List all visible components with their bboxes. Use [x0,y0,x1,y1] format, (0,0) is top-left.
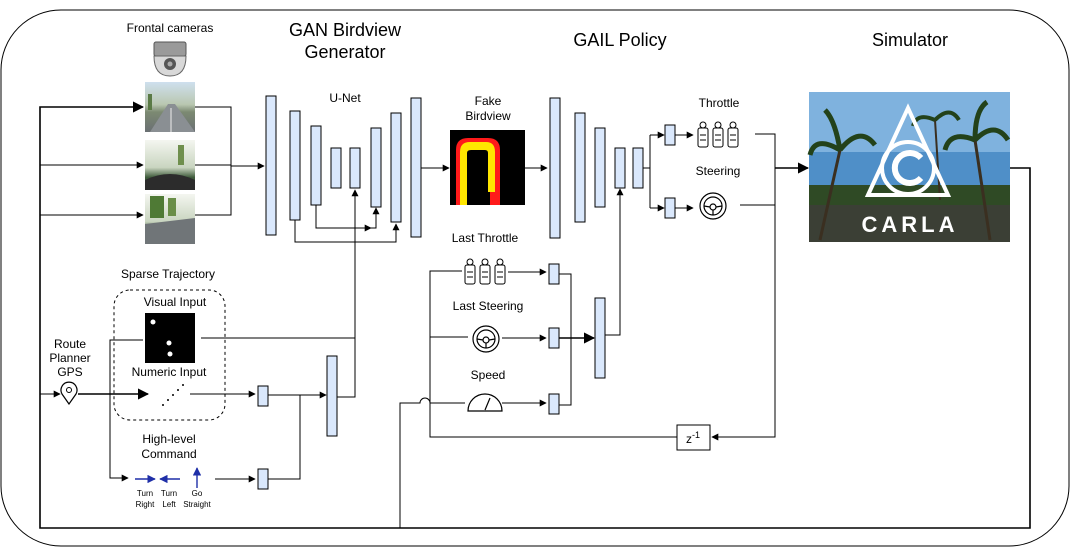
hlc-label-2: Command [141,447,196,461]
last-steering-block [548,327,560,349]
speed-label: Speed [471,368,506,382]
gail-block-2 [574,112,586,223]
unet-block-7 [390,112,402,223]
aux-merge-block [594,297,606,379]
steering-out-block [664,197,676,219]
carla-simulator-image: CARLA [807,92,1011,242]
go-straight-label-2: Straight [183,500,211,509]
fake-birdview-label-1: Fake [475,94,502,108]
gail-block-3 [594,127,606,208]
visual-input-image [145,313,195,363]
unet-block-2 [289,110,301,221]
last-throttle-label: Last Throttle [452,231,519,245]
speed-block [548,393,560,415]
unet-block-3 [310,125,322,206]
turn-left-label-2: Left [162,500,176,509]
throttle-icon [697,121,739,148]
carla-logo-text: CARLA [862,212,959,237]
hlc-block [257,468,269,490]
steering-wheel-icon [699,192,727,220]
speedometer-icon [467,393,503,412]
route-label-3: GPS [57,365,82,379]
camera-image-2 [145,140,195,190]
steering-label: Steering [696,164,741,178]
route-label-1: Route [54,337,86,351]
turn-right-label-1: Turn [137,489,153,498]
go-straight-label-1: Go [192,489,203,498]
gail-block-5 [632,147,644,189]
delay-block [676,424,711,451]
turn-left-label-1: Turn [161,489,177,498]
last-throttle-icon [464,258,506,285]
simulator-title: Simulator [872,30,948,50]
gail-block-1 [549,97,561,239]
gan-title-line2: Generator [304,42,385,62]
throttle-label: Throttle [699,96,740,110]
camera-image-3 [145,194,195,244]
fake-birdview-image [450,130,525,205]
camera-image-1 [145,82,195,132]
camera-icon [153,41,187,77]
unet-blocks [265,95,422,238]
numeric-input-label: Numeric Input [132,365,207,379]
last-steering-wheel-icon [472,325,500,353]
frontal-cameras-label: Frontal cameras [127,21,214,35]
sparse-trajectory-label: Sparse Trajectory [121,267,215,281]
gail-title: GAIL Policy [573,30,666,50]
gail-blocks [549,97,644,239]
gps-pin-icon [60,381,78,406]
turn-right-label-2: Right [136,500,155,509]
route-merge-block [326,355,338,437]
unet-block-8 [410,97,422,238]
visual-input-label: Visual Input [144,295,207,309]
fake-birdview-label-2: Birdview [465,109,511,123]
gail-block-4 [614,147,626,189]
last-throttle-block [548,263,560,285]
sparse-trajectory-box [113,289,226,421]
unet-block-6 [370,127,382,208]
gan-title-line1: GAN Birdview [289,20,402,40]
numeric-input-block [257,385,269,407]
route-label-2: Planner [49,351,90,365]
unet-block-1 [265,95,277,236]
delay-label: z-1 [686,430,700,446]
unet-block-4 [330,147,342,189]
unet-label: U-Net [329,91,361,105]
outer-frame [0,9,1070,547]
unet-block-5 [349,147,361,189]
last-steering-label: Last Steering [453,299,524,313]
numeric-input-points [162,384,184,406]
throttle-out-block [664,124,676,146]
hlc-label-1: High-level [142,432,195,446]
